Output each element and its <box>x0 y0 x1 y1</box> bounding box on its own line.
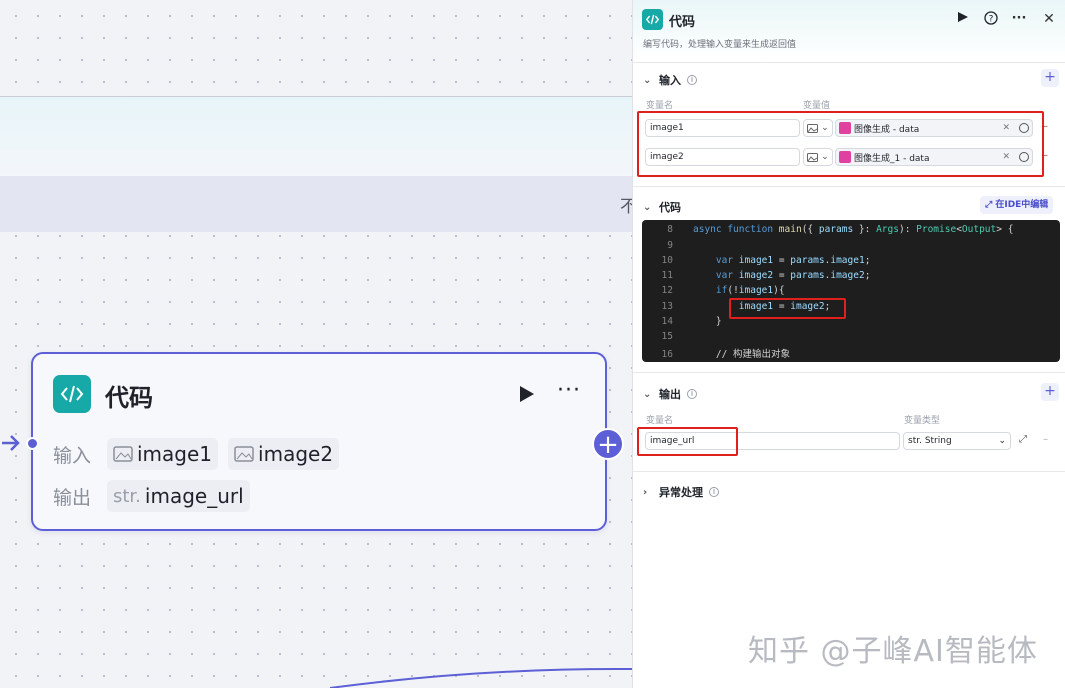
chevron-down-icon: ⌄ <box>821 152 829 162</box>
info-icon: i <box>709 487 719 497</box>
node-output-label: 输出 <box>53 486 92 509</box>
highlight-box <box>637 111 1044 177</box>
code-line: 13 image1 = image2; <box>661 301 831 312</box>
highlight-box <box>729 298 846 319</box>
chevron-down-icon: ⌄ <box>643 388 652 400</box>
info-icon: i <box>687 75 697 85</box>
node-inputs-row: 输入 image1 image2 <box>53 438 340 470</box>
expand-icon[interactable]: ⤢ <box>1019 434 1027 445</box>
type-select[interactable]: ⌄ <box>803 119 833 137</box>
input-name-field[interactable]: image1 <box>645 119 800 137</box>
more-icon[interactable]: ··· <box>1011 11 1027 26</box>
chevron-down-icon: ⌄ <box>643 201 652 213</box>
connection-edge <box>329 667 632 688</box>
divider <box>633 186 1065 187</box>
column-label-name: 变量名 <box>646 101 674 111</box>
exception-section-header[interactable]: › 异常处理 i <box>643 484 719 500</box>
code-line: 10 var image1 = params.image1; <box>661 255 871 266</box>
chevron-right-icon: › <box>643 486 648 498</box>
target-icon <box>1019 152 1029 162</box>
code-line: 14 } <box>661 316 722 327</box>
panel-header <box>633 0 1065 60</box>
node-input-port[interactable] <box>26 437 39 450</box>
node-outputs-row: 输出 str. image_url <box>53 480 250 512</box>
type-select[interactable]: ⌄ <box>803 148 833 166</box>
string-type-icon: str. <box>113 485 141 507</box>
code-line: 11 var image2 = params.image2; <box>661 270 871 281</box>
code-line: 16 // 构建输出对象 <box>661 349 791 360</box>
node-output-chip: str. image_url <box>107 480 250 512</box>
help-icon[interactable]: ? <box>983 11 999 27</box>
image-icon <box>113 446 133 462</box>
target-icon <box>1019 123 1029 133</box>
output-section-header[interactable]: ⌄ 输出 i <box>643 386 697 402</box>
divider <box>633 372 1065 373</box>
chevron-down-icon: ⌄ <box>821 123 829 133</box>
node-input-chip: image1 <box>107 438 219 470</box>
workflow-canvas[interactable]: 不 代码 ··· 输入 image1 image2 输出 <box>0 0 632 688</box>
code-line: 15 <box>661 331 673 342</box>
column-label-name: 变量名 <box>646 416 674 426</box>
play-icon[interactable] <box>517 384 537 404</box>
image-gen-icon <box>839 151 851 163</box>
variable-reference[interactable]: 图像生成 - data ✕ <box>835 119 1033 137</box>
node-title: 代码 <box>105 384 153 412</box>
code-section-header[interactable]: ⌄ 代码 <box>643 201 681 214</box>
add-output-button[interactable]: + <box>1041 383 1059 401</box>
more-icon[interactable]: ··· <box>557 378 581 403</box>
image-icon <box>234 446 254 462</box>
output-name-field[interactable]: image_url <box>645 432 900 450</box>
remove-row-icon[interactable]: – <box>1043 434 1048 445</box>
image-icon <box>807 123 819 133</box>
loop-header-band <box>0 176 632 232</box>
column-label-type: 变量类型 <box>904 416 941 426</box>
divider <box>633 62 1065 63</box>
input-name-field[interactable]: image2 <box>645 148 800 166</box>
upper-node-band <box>0 96 632 176</box>
node-input-label: 输入 <box>53 444 92 467</box>
add-node-button[interactable]: + <box>592 428 624 460</box>
close-icon[interactable]: ✕ <box>1043 11 1055 27</box>
code-icon <box>53 375 91 413</box>
info-icon: i <box>687 389 697 399</box>
divider <box>633 471 1065 472</box>
panel-title: 代码 <box>669 15 696 30</box>
code-icon <box>642 9 663 30</box>
clear-icon: ✕ <box>1002 152 1010 162</box>
remove-row-icon[interactable]: – <box>1043 121 1048 132</box>
highlight-box <box>637 427 738 456</box>
add-input-button[interactable]: + <box>1041 69 1059 87</box>
panel-description: 编写代码，处理输入变量来生成返回值 <box>643 40 797 50</box>
svg-text:?: ? <box>989 15 994 25</box>
column-label-value: 变量值 <box>803 101 831 111</box>
incoming-arrow-icon <box>2 435 20 451</box>
chevron-down-icon: ⌄ <box>643 74 652 86</box>
run-icon[interactable] <box>955 11 971 27</box>
chevron-down-icon: ⌄ <box>998 436 1006 446</box>
input-section-header[interactable]: ⌄ 输入 i <box>643 72 697 88</box>
code-line: 9 <box>667 240 673 251</box>
code-node[interactable]: 代码 ··· 输入 image1 image2 输出 str. image_ur… <box>31 352 607 531</box>
variable-reference[interactable]: 图像生成_1 - data ✕ <box>835 148 1033 166</box>
node-input-chip: image2 <box>228 438 340 470</box>
output-type-select[interactable]: str. String⌄ <box>903 432 1011 450</box>
truncated-label: 不 <box>620 197 632 217</box>
image-icon <box>807 152 819 162</box>
code-settings-panel: 代码 编写代码，处理输入变量来生成返回值 ? ··· ✕ ⌄ 输入 i + 变量… <box>632 0 1065 688</box>
clear-icon: ✕ <box>1002 123 1010 133</box>
watermark: 知乎 @子峰AI智能体 <box>748 634 1038 669</box>
remove-row-icon[interactable]: – <box>1043 150 1048 161</box>
code-line: 12 if(!image1){ <box>661 285 785 296</box>
edit-in-ide-button[interactable]: ⤢ 在IDE中编辑 <box>980 196 1054 214</box>
image-gen-icon <box>839 122 851 134</box>
